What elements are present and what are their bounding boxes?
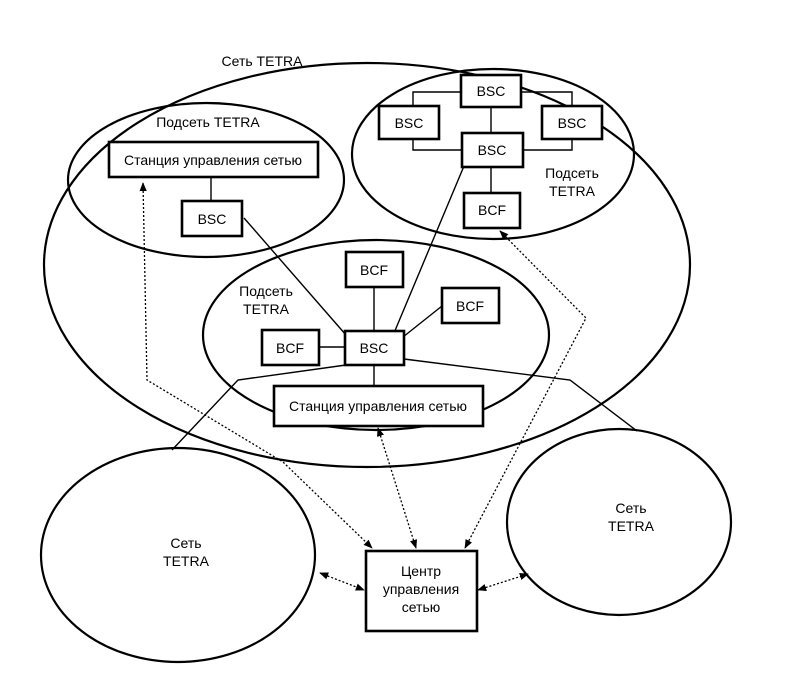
center-bcf-right-box: [440, 286, 501, 325]
network-right-label-line2: TETRA: [608, 518, 655, 534]
mgmt-link-network-left: [319, 572, 365, 591]
left-bsc-box: [180, 199, 244, 238]
subnet-right-label-line2: TETRA: [549, 183, 596, 199]
control-center-label-line1: Центр: [401, 563, 441, 579]
center-bcf-left-label: BCF: [276, 340, 304, 356]
center-bsc-label: BSC: [360, 340, 389, 356]
right-bsc-top-box: [459, 73, 523, 109]
center-bcf-top-label: BCF: [360, 262, 388, 278]
center-bcf-left-box: [260, 328, 321, 367]
control-center-label-line2: управления: [383, 581, 459, 597]
right-bsc-center-box: [460, 131, 525, 169]
network-right-label-line1: Сеть: [615, 500, 646, 516]
right-bsc-left-box: [377, 104, 441, 141]
left-nms-label: Станция управления сетью: [124, 152, 302, 168]
link-center-bsc-network-right: [403, 358, 638, 432]
control-center-label-line3: сетью: [402, 599, 441, 615]
subnet-right-label-line1: Подсеть: [545, 165, 599, 181]
right-bsc-top-label: BSC: [477, 83, 506, 99]
right-bcf-box: [462, 191, 522, 230]
subnet-center-label-line2: TETRA: [243, 301, 290, 317]
center-nms-box: [272, 384, 485, 428]
main-network-label: Сеть TETRA: [222, 53, 304, 69]
mgmt-link-right-bcf: [464, 230, 587, 549]
subnet-center-label-line1: Подсеть: [239, 283, 293, 299]
mgmt-link-network-right: [477, 573, 529, 591]
network-left-label-line1: Сеть: [170, 535, 201, 551]
left-bsc-label: BSC: [198, 211, 227, 227]
link-right-left-center: [412, 139, 463, 151]
mgmt-link-left-nms: [139, 182, 373, 549]
link-left-bsc-center-bsc: [243, 217, 347, 336]
link-right-top-left: [412, 91, 461, 106]
center-bcf-top-box: [344, 250, 405, 289]
link-right-top-right: [509, 91, 573, 106]
right-bsc-center-label: BSC: [478, 142, 507, 158]
center-bsc-box: [343, 329, 406, 367]
center-bcf-right-label: BCF: [456, 298, 484, 314]
right-bcf-label: BCF: [478, 202, 506, 218]
left-nms-box: [107, 140, 320, 179]
right-bsc-left-label: BSC: [395, 115, 424, 131]
right-bsc-right-box: [540, 104, 604, 141]
right-bsc-right-label: BSC: [558, 115, 587, 131]
link-center-bcfright-bsc: [402, 305, 443, 338]
control-center-box: [364, 549, 479, 633]
link-right-right-center: [523, 139, 573, 151]
subnet-left-label: Подсеть TETRA: [156, 114, 260, 130]
network-left-label-line2: TETRA: [163, 553, 210, 569]
center-nms-label: Станция управления сетью: [289, 398, 467, 414]
mgmt-link-center-nms: [377, 427, 417, 549]
link-right-bsc-center-bsc: [393, 165, 465, 334]
